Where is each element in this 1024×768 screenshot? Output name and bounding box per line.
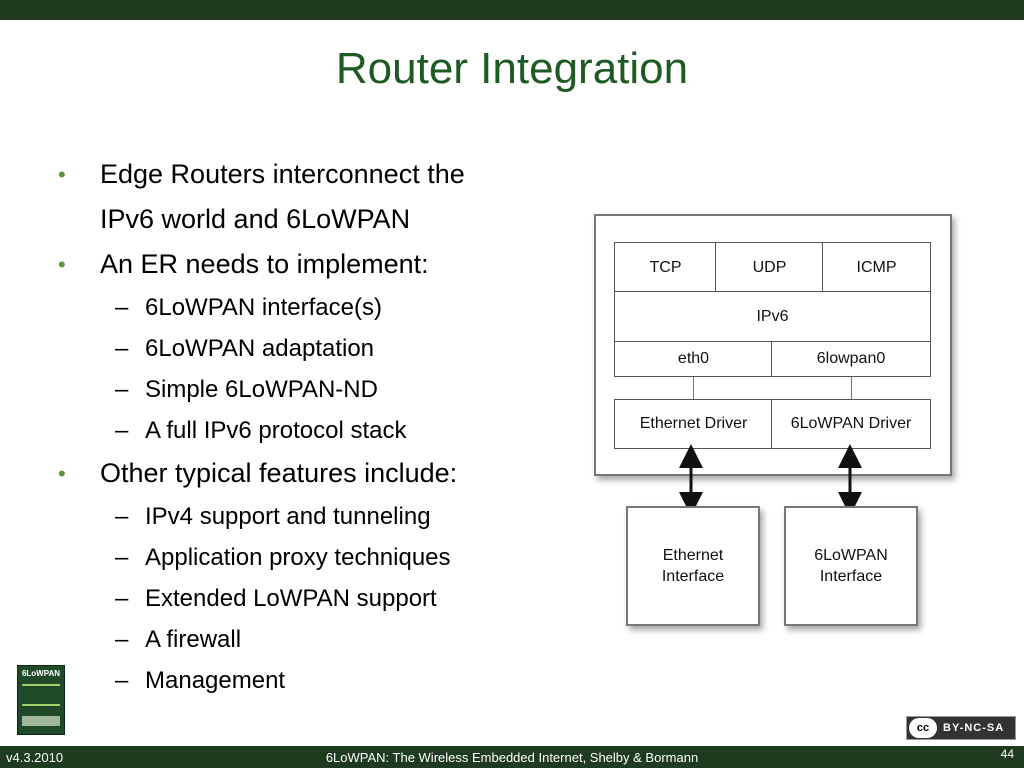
- sub-bullet-item: –Extended LoWPAN support: [58, 578, 558, 619]
- sub-bullet-item: –IPv4 support and tunneling: [58, 496, 558, 537]
- sub-bullet-item: –Simple 6LoWPAN-ND: [58, 369, 558, 410]
- bullet-item: • Other typical features include:: [58, 451, 558, 496]
- bullet-dot: •: [58, 162, 66, 187]
- book-title: 6LoWPAN: [21, 669, 61, 678]
- bullet-dot: •: [58, 252, 66, 277]
- sub-bullet-item: –6LoWPAN adaptation: [58, 328, 558, 369]
- dash-marker: –: [115, 667, 129, 694]
- dash-marker: –: [115, 544, 129, 571]
- bullet-text: An ER needs to implement:: [100, 249, 429, 279]
- sub-bullet-item: –6LoWPAN interface(s): [58, 287, 558, 328]
- dash-marker: –: [115, 626, 129, 653]
- bullet-continuation: IPv6 world and 6LoWPAN: [58, 197, 558, 242]
- dash-marker: –: [115, 503, 129, 530]
- sub-bullet-text: Extended LoWPAN support: [145, 585, 437, 612]
- sub-bullet-text: A full IPv6 protocol stack: [145, 417, 407, 444]
- cc-license-badge: cc BY-NC-SA: [906, 716, 1016, 740]
- interface-label: Interface: [819, 568, 883, 585]
- lowpan-interface-box: 6LoWPAN Interface: [784, 506, 918, 626]
- bullet-item: • An ER needs to implement:: [58, 242, 558, 287]
- sub-bullet-text: IPv4 support and tunneling: [145, 503, 431, 530]
- license-text: BY-NC-SA: [943, 722, 1005, 734]
- bullet-text: Edge Routers interconnect the: [100, 159, 465, 189]
- connector-line: [851, 377, 852, 399]
- connector-line: [693, 377, 694, 399]
- dash-marker: –: [115, 585, 129, 612]
- bullet-item: • Edge Routers interconnect the: [58, 152, 558, 197]
- top-bar: [0, 0, 1024, 20]
- bullet-text: Other typical features include:: [100, 458, 458, 488]
- footer-bar: v4.3.2010 6LoWPAN: The Wireless Embedded…: [0, 746, 1024, 768]
- page-number: 44: [1000, 747, 1014, 761]
- sub-bullet-item: –A full IPv6 protocol stack: [58, 410, 558, 451]
- book-cover-decoration: [22, 716, 60, 726]
- sub-bullet-text: Application proxy techniques: [145, 544, 451, 571]
- sub-bullet-item: –Application proxy techniques: [58, 537, 558, 578]
- eth0-box: eth0: [614, 341, 773, 377]
- book-cover-image: 6LoWPAN: [17, 665, 65, 735]
- lowpan-driver-box: 6LoWPAN Driver: [771, 399, 931, 449]
- sub-bullet-text: 6LoWPAN adaptation: [145, 335, 375, 362]
- slide-title: Router Integration: [335, 44, 689, 93]
- router-stack-diagram: TCP UDP ICMP IPv6 eth0 6lowpan0 Ethernet…: [590, 210, 970, 650]
- sub-bullet-text: A firewall: [145, 626, 242, 653]
- sub-bullet-text: Simple 6LoWPAN-ND: [145, 376, 378, 403]
- bullet-list: • Edge Routers interconnect the IPv6 wor…: [58, 152, 558, 701]
- sub-bullet-item: –Management: [58, 660, 558, 701]
- bullet-dot: •: [58, 461, 66, 486]
- dash-marker: –: [115, 294, 129, 321]
- bullet-text: IPv6 world and 6LoWPAN: [100, 204, 411, 234]
- interface-label: 6LoWPAN: [814, 547, 888, 564]
- sub-bullet-text: Management: [145, 667, 286, 694]
- footer-citation: 6LoWPAN: The Wireless Embedded Internet,…: [325, 750, 699, 765]
- router-frame: TCP UDP ICMP IPv6 eth0 6lowpan0 Ethernet…: [594, 214, 952, 476]
- lowpan0-box: 6lowpan0: [771, 341, 931, 377]
- dash-marker: –: [115, 417, 129, 444]
- interface-label: Ethernet: [662, 547, 724, 564]
- dash-marker: –: [115, 376, 129, 403]
- interface-label: Interface: [661, 568, 725, 585]
- version-text: v4.3.2010: [6, 750, 64, 765]
- arrows-layer: [679, 444, 862, 516]
- tcp-box: TCP: [614, 242, 717, 293]
- dash-marker: –: [115, 335, 129, 362]
- sub-bullet-item: –A firewall: [58, 619, 558, 660]
- book-cover-decoration: [22, 684, 60, 706]
- sub-bullet-text: 6LoWPAN interface(s): [145, 294, 382, 321]
- cc-icon: cc: [909, 718, 937, 738]
